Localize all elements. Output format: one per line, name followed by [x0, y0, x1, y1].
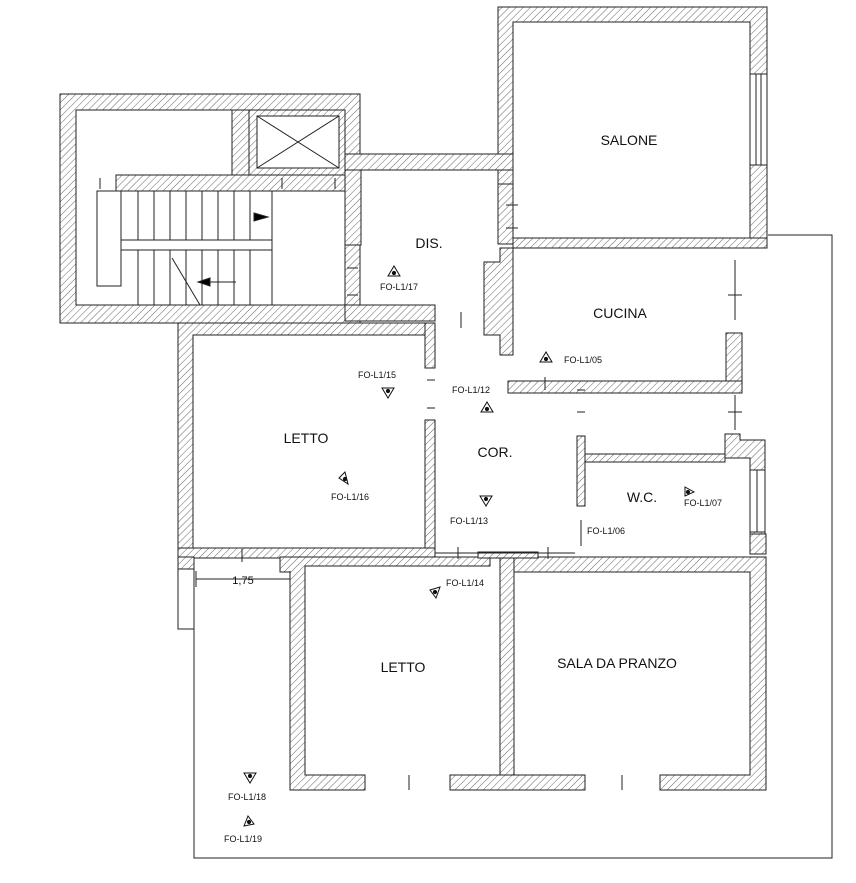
wc-top-wall: [584, 453, 726, 463]
camera-markers: [243, 265, 696, 827]
letto1-right-wall-top: [424, 322, 436, 369]
camera-icon: [387, 265, 401, 277]
connector-wall: [344, 153, 514, 171]
letto1-right-wall-bottom: [424, 419, 436, 558]
wc-left-wall: [576, 435, 586, 507]
camera-icon: [381, 387, 395, 399]
camera-icon: [684, 486, 696, 497]
camera-icon: [539, 351, 553, 363]
west-door-frame: [177, 568, 195, 630]
photo-label: FO-L1/19: [224, 834, 262, 844]
property-boundary: [193, 234, 833, 859]
photo-label: FO-L1/12: [452, 385, 490, 395]
photo-label: FO-L1/06: [587, 526, 625, 536]
room-label-sala-da-pranzo: SALA DA PRANZO: [557, 655, 677, 671]
room-label-letto-2: LETTO: [381, 659, 426, 675]
camera-icon: [479, 495, 493, 507]
photo-label: FO-L1/13: [450, 516, 488, 526]
photo-label: FO-L1/05: [564, 355, 602, 365]
salone-bottom-wall: [512, 237, 768, 249]
photo-label: FO-L1/16: [331, 492, 369, 502]
middle-partition: [499, 556, 515, 778]
stair-inner-wall: [231, 109, 250, 176]
cucina-bottom-wall: [507, 380, 743, 394]
photo-label: FO-L1/14: [446, 578, 484, 588]
dis-right-wall: [497, 183, 514, 245]
photo-label: FO-L1/07: [684, 498, 722, 508]
cross-wall: [477, 551, 539, 559]
room-label-dis: DIS.: [415, 235, 442, 251]
windows: [177, 73, 768, 630]
wc-bottom-wall: [749, 533, 767, 555]
stair-landing-wall: [115, 174, 350, 192]
room-label-wc: W.C.: [627, 489, 657, 505]
letto2-outer-wall: [279, 556, 491, 791]
room-label-salone: SALONE: [601, 132, 658, 148]
salone-wall: [497, 6, 768, 185]
dimension-line: [195, 549, 291, 587]
camera-icon: [338, 471, 349, 486]
mid-bottom-wall: [449, 774, 586, 791]
elevator-cross: [256, 115, 340, 169]
dis-left-wall: [344, 169, 362, 246]
photo-label: FO-L1/18: [228, 792, 266, 802]
camera-icon: [243, 772, 257, 784]
salone-window: [749, 73, 768, 166]
room-label-letto-1: LETTO: [284, 430, 329, 446]
room-label-cucina: CUCINA: [593, 305, 647, 321]
door-ticks: [99, 178, 742, 790]
dis-bottom-wall: [344, 304, 436, 322]
photo-labels: FO-L1/17 FO-L1/05 FO-L1/15 FO-L1/12 FO-L…: [224, 282, 722, 844]
sala-wall: [513, 556, 767, 791]
letto1-stub: [177, 556, 195, 570]
dimension-label: 1,75: [232, 575, 253, 587]
camera-icon: [480, 401, 494, 413]
room-labels: SALONE DIS. CUCINA LETTO COR. W.C. LETTO…: [284, 132, 677, 675]
room-label-cor: COR.: [478, 444, 513, 460]
stairs: [96, 190, 273, 306]
photo-label: FO-L1/17: [380, 282, 418, 292]
camera-icon: [429, 586, 441, 600]
photo-label: FO-L1/15: [358, 370, 396, 380]
salone-right-wall-lower: [749, 164, 768, 246]
camera-icon: [243, 814, 255, 827]
dis-right-recess: [483, 247, 514, 356]
